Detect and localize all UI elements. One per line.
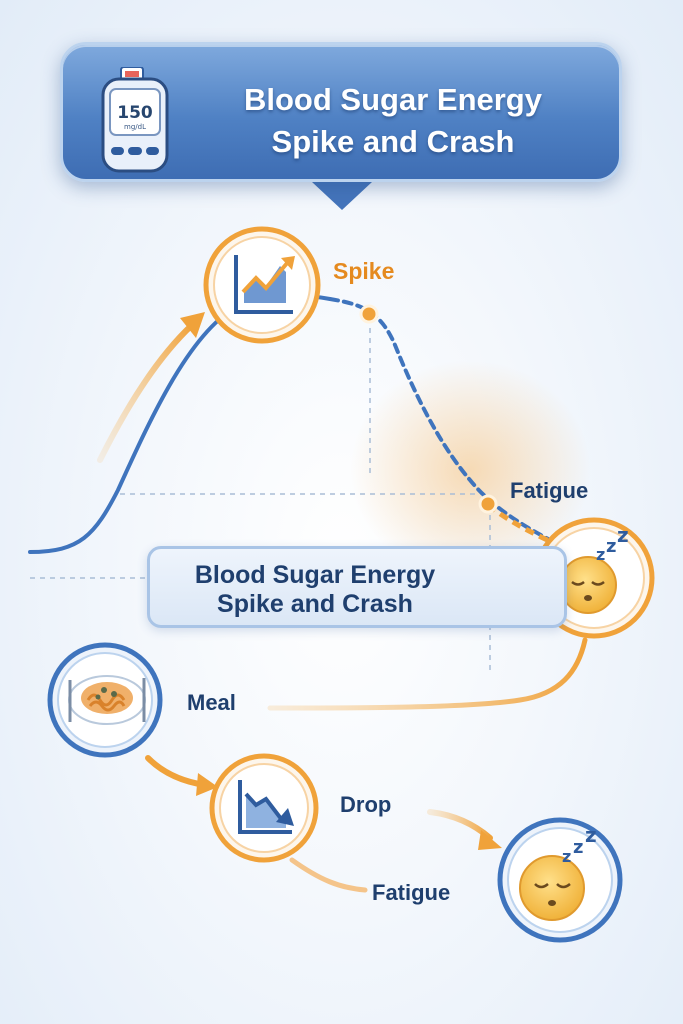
meal-to-drop-arrow [145,755,208,788]
rise-arrow-head [180,312,205,338]
sequence-fatigue-label: Fatigue [372,880,451,905]
title-banner: 150 mg/dL Blood Sugar Energy Spike and C… [60,42,622,182]
title-banner-pointer [312,182,372,210]
meal-label: Meal [187,690,236,715]
drop-to-fatigue-arrow-head [478,830,502,850]
drop-chart-icon [209,753,319,863]
meter-reading: 150 [117,103,153,123]
svg-text:z: z [585,823,597,847]
drop-label: Drop [340,792,392,817]
meal-connector [267,637,588,711]
drop-label-connector [289,857,368,893]
svg-text:z: z [562,847,571,866]
svg-text:z: z [573,837,583,858]
rise-arrow [97,322,195,463]
center-banner-text: Blood Sugar Energy Spike and Crash [194,561,436,618]
svg-text:z: z [617,523,629,547]
spike-label: Spike [333,258,395,284]
fatigue-point [478,494,498,514]
meal-pasta-icon [47,642,163,758]
spike-chart-icon [203,226,321,344]
crash-glow [350,360,590,580]
glucose-meter-icon: 150 mg/dL [95,66,175,182]
svg-text:z: z [606,536,616,557]
meter-unit: mg/dL [124,123,146,131]
curve-fatigue-label: Fatigue [510,478,589,503]
spike-point [359,304,379,324]
fatigue-sleepy-face-icon: z z z [497,817,623,943]
page-title: Blood Sugar Energy Spike and Crash [244,82,542,159]
center-banner: Blood Sugar Energy Spike and Crash [147,546,567,628]
svg-text:z: z [596,545,605,564]
meal-to-drop-arrow-head [196,773,218,796]
